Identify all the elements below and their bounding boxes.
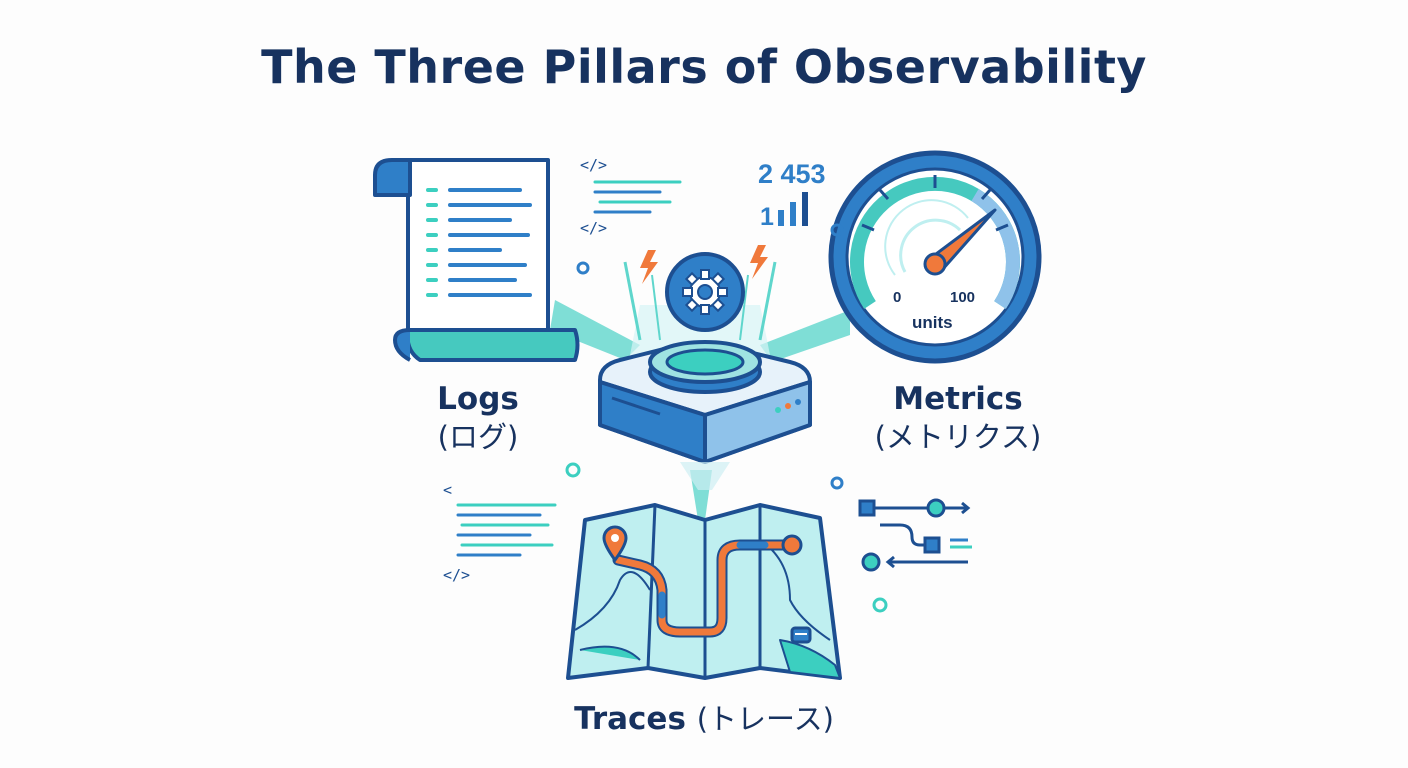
flow-diagram-icon	[858, 498, 972, 572]
logs-scroll-icon	[373, 158, 580, 362]
gauge-unit: units	[912, 313, 953, 332]
metrics-counter: 2 453	[758, 159, 826, 189]
metrics-label: Metrics (メトリクス)	[818, 380, 1098, 456]
logs-name: Logs	[437, 381, 519, 417]
trace-route	[612, 539, 796, 638]
gauge-max: 100	[950, 289, 975, 306]
bar-prefix: 1	[760, 203, 774, 231]
metrics-name: Metrics	[893, 381, 1023, 417]
gear-icon	[665, 252, 745, 332]
code-tag-top: </>	[580, 156, 607, 174]
spark-icon	[640, 245, 768, 284]
code-tag-left-bottom: </>	[443, 566, 470, 584]
traces-jp-name: (トレース)	[696, 702, 834, 736]
traces-label: Traces (トレース)	[500, 700, 908, 738]
metrics-jp-name: (メトリクス)	[874, 420, 1042, 454]
logs-label: Logs (ログ)	[378, 380, 578, 456]
gauge-min: 0	[893, 289, 901, 306]
bar-chart-icon	[778, 192, 808, 226]
code-tag-left-top: <	[443, 481, 452, 499]
decorative-dots	[565, 223, 888, 613]
traces-name: Traces	[574, 701, 686, 737]
code-tag-bottom: </>	[580, 219, 607, 237]
logs-jp-name: (ログ)	[437, 420, 519, 454]
database-icon	[790, 626, 812, 644]
route-end-node	[781, 534, 803, 556]
log-lines	[426, 188, 532, 297]
page-title: The Three Pillars of Observability	[261, 40, 1147, 94]
code-lines-left	[456, 503, 557, 557]
map-pin-icon	[602, 525, 628, 563]
gauge-icon	[828, 150, 1042, 364]
code-lines-top	[593, 180, 682, 214]
